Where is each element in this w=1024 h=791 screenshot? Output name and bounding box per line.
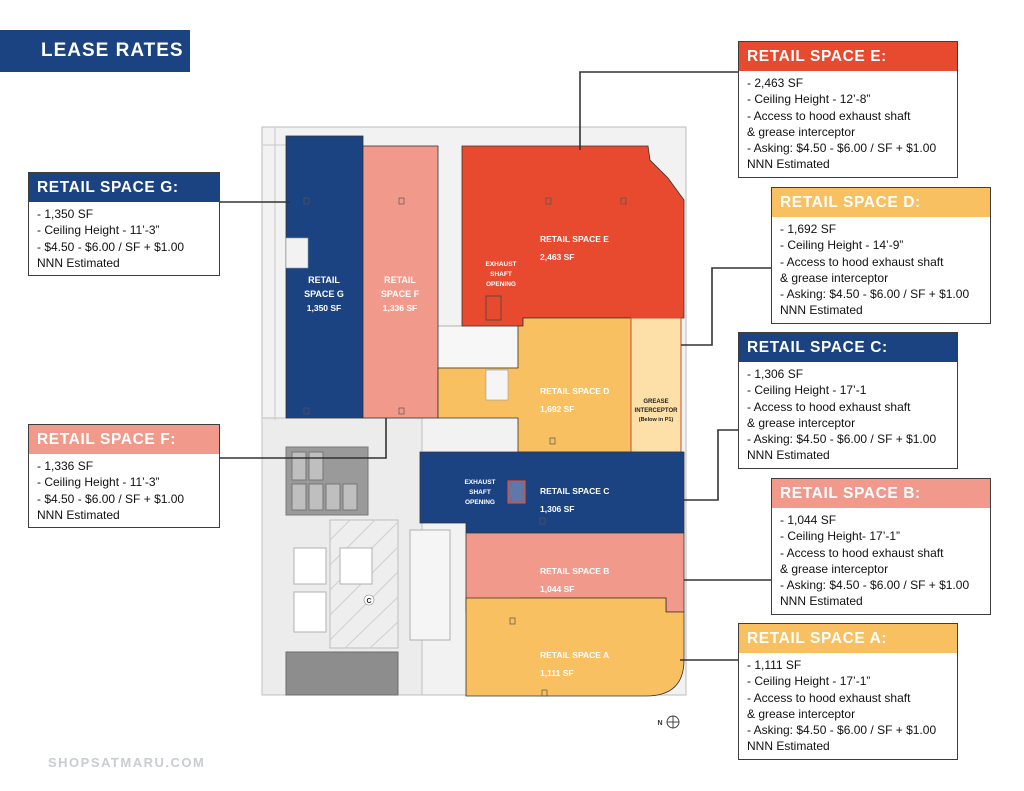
space-c-detail-line: - Asking: $4.50 - $6.00 / SF + $1.00 [747, 432, 937, 447]
space-c-detail-line: - Access to hood exhaust shaft [747, 399, 911, 414]
space-a-detail-line: - Ceiling Height - 17’-1” [747, 674, 871, 689]
space-d-detail-line: - Asking: $4.50 - $6.00 / SF + $1.00 [780, 287, 970, 302]
space-f-detail-line: - 1,336 SF [37, 459, 94, 473]
retail-space-f-info: RETAIL SPACE F: - 1,336 SF - Ceiling Hei… [28, 424, 220, 529]
space-f-detail-line: NNN Estimated [37, 507, 120, 522]
service-marker-label: C [366, 598, 371, 605]
space-b-detail-line: & grease interceptor [780, 561, 889, 576]
retail-space-d-info: RETAIL SPACE D: - 1,692 SF - Ceiling Hei… [771, 187, 991, 324]
website-footer[interactable]: SHOPSATMARU.COM [48, 755, 206, 770]
space-f-detail-line: - $4.50 - $6.00 / SF + $1.00 [37, 491, 185, 506]
space-g-plan-label-line1: RETAIL [308, 275, 340, 285]
space-g-detail-line: - $4.50 - $6.00 / SF + $1.00 [37, 239, 185, 254]
space-b-detail-line: - 1,044 SF [780, 513, 837, 527]
space-d-detail-line: NNN Estimated [780, 303, 863, 318]
retail-space-d-title: RETAIL SPACE D: [772, 188, 990, 217]
retail-space-f-details: - 1,336 SF - Ceiling Height - 11’-3” - $… [29, 454, 219, 527]
space-e-plan-size: 2,463 SF [540, 252, 575, 262]
space-a-detail-line: - 1,111 SF [747, 658, 802, 672]
space-a-detail-line: NNN Estimated [747, 739, 830, 754]
grease-label-line2: INTERCEPTOR [635, 408, 679, 414]
service-marker [363, 594, 375, 606]
retail-space-f-title: RETAIL SPACE F: [29, 425, 219, 454]
exhaust-e-label-line1: EXHAUST [485, 261, 516, 268]
space-e-plan-label: RETAIL SPACE E [540, 234, 609, 244]
retail-space-b-details: - 1,044 SF - Ceiling Height- 17’-1” - Ac… [772, 508, 990, 614]
space-f-plan-label-line1: RETAIL [384, 275, 416, 285]
space-b-plan-label: RETAIL SPACE B [540, 566, 609, 576]
space-b-plan-size: 1,044 SF [540, 584, 575, 594]
space-e-detail-line: & grease interceptor [747, 124, 856, 139]
space-f-plan-label-size: 1,336 SF [383, 303, 418, 313]
space-f-plan-label-line2: SPACE F [381, 289, 420, 299]
retail-space-e-details: - 2,463 SF - Ceiling Height - 12’-8” - A… [739, 71, 957, 177]
space-c-detail-line: - 1,306 SF [747, 367, 804, 381]
space-g-detail-line: NNN Estimated [37, 255, 120, 270]
space-e-detail-line: - 2,463 SF [747, 76, 804, 90]
retail-space-b-title: RETAIL SPACE B: [772, 479, 990, 508]
space-c-plan-label: RETAIL SPACE C [540, 486, 609, 496]
retail-space-a-area[interactable] [465, 597, 685, 697]
space-e-detail-line: - Asking: $4.50 - $6.00 / SF + $1.00 [747, 141, 937, 156]
lease-rates-banner: LEASE RATES [0, 30, 190, 72]
leader-lines [220, 71, 771, 661]
space-b-detail-line: - Access to hood exhaust shaft [780, 545, 944, 560]
retail-space-f-area[interactable] [362, 145, 439, 419]
space-a-plan-label: RETAIL SPACE A [540, 650, 609, 660]
retail-space-a-title: RETAIL SPACE A: [739, 624, 957, 653]
retail-space-b-info: RETAIL SPACE B: - 1,044 SF - Ceiling Hei… [771, 478, 991, 615]
exhaust-c-label-line1: EXHAUST [464, 479, 495, 486]
grease-label-line1: GREASE [643, 399, 668, 405]
retail-space-e-area[interactable] [461, 145, 685, 327]
retail-space-g-info: RETAIL SPACE G: - 1,350 SF - Ceiling Hei… [28, 172, 220, 277]
fixture-marks [303, 197, 627, 697]
space-d-detail-line: - Access to hood exhaust shaft [780, 254, 944, 269]
space-g-detail-line: - Ceiling Height - 11’-3” [37, 223, 160, 238]
space-a-detail-line: - Access to hood exhaust shaft [747, 690, 911, 705]
retail-space-e-info: RETAIL SPACE E: - 2,463 SF - Ceiling Hei… [738, 41, 958, 178]
space-d-detail-line: - 1,692 SF [780, 222, 837, 236]
space-c-detail-line: - Ceiling Height - 17’-1 [747, 383, 867, 398]
exhaust-c-label-line2: SHAFT [469, 489, 491, 496]
utility-rooms [285, 446, 451, 696]
space-d-plan-label: RETAIL SPACE D [540, 386, 609, 396]
retail-space-a-details: - 1,111 SF - Ceiling Height - 17’-1” - A… [739, 653, 957, 759]
space-f-detail-line: - Ceiling Height - 11’-3” [37, 475, 160, 490]
space-a-detail-line: & grease interceptor [747, 706, 856, 721]
grease-label-line3: (Below in P1) [639, 417, 674, 423]
space-g-plan-label-size: 1,350 SF [307, 303, 342, 313]
space-b-detail-line: NNN Estimated [780, 594, 863, 609]
retail-space-g-details: - 1,350 SF - Ceiling Height - 11’-3” - $… [29, 202, 219, 275]
space-g-detail-line: - 1,350 SF [37, 207, 94, 221]
space-a-plan-size: 1,111 SF [540, 668, 574, 678]
space-d-detail-line: - Ceiling Height - 14’-9” [780, 238, 904, 253]
space-b-detail-line: - Asking: $4.50 - $6.00 / SF + $1.00 [780, 578, 970, 593]
retail-space-d-details: - 1,692 SF - Ceiling Height - 14’-9” - A… [772, 217, 990, 323]
space-a-detail-line: - Asking: $4.50 - $6.00 / SF + $1.00 [747, 723, 937, 738]
exhaust-c-label-line3: OPENING [465, 499, 495, 506]
retail-space-c-details: - 1,306 SF - Ceiling Height - 17’-1 - Ac… [739, 362, 957, 468]
space-g-plan-label-line2: SPACE G [304, 289, 344, 299]
space-d-plan-size: 1,692 SF [540, 404, 575, 414]
grease-interceptor-area[interactable] [630, 317, 682, 453]
exhaust-e-label-line3: OPENING [486, 281, 516, 288]
space-e-detail-line: NNN Estimated [747, 157, 830, 172]
retail-space-a-info: RETAIL SPACE A: - 1,111 SF - Ceiling Hei… [738, 623, 958, 760]
retail-space-g-area[interactable] [285, 135, 364, 419]
space-e-detail-line: - Access to hood exhaust shaft [747, 108, 911, 123]
space-c-detail-line: NNN Estimated [747, 448, 830, 463]
retail-space-c-info: RETAIL SPACE C: - 1,306 SF - Ceiling Hei… [738, 332, 958, 469]
space-c-plan-size: 1,306 SF [540, 504, 575, 514]
space-e-detail-line: - Ceiling Height - 12’-8” [747, 92, 871, 107]
space-c-detail-line: & grease interceptor [747, 415, 856, 430]
north-arrow-icon: N [657, 715, 680, 729]
space-d-detail-line: & grease interceptor [780, 270, 889, 285]
retail-space-c-title: RETAIL SPACE C: [739, 333, 957, 362]
retail-space-g-title: RETAIL SPACE G: [29, 173, 219, 202]
retail-space-e-title: RETAIL SPACE E: [739, 42, 957, 71]
exhaust-e-label-line2: SHAFT [490, 271, 512, 278]
north-arrow-label: N [657, 720, 662, 727]
space-b-detail-line: - Ceiling Height- 17’-1” [780, 529, 901, 544]
